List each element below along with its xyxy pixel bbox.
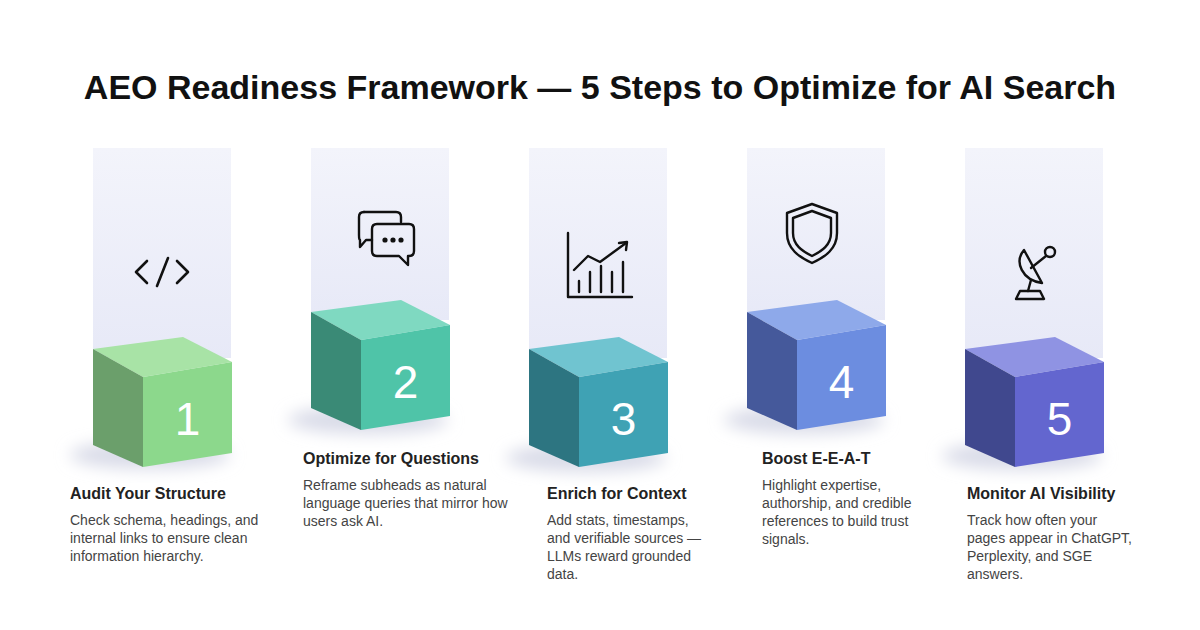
step-description: Track how often your pages appear in Cha… — [967, 511, 1137, 583]
step-heading: Monitor AI Visibility — [967, 485, 1115, 503]
icon-panel — [529, 148, 667, 358]
cube-front-face — [143, 362, 232, 467]
step-heading: Optimize for Questions — [303, 450, 479, 468]
cube-side-face — [747, 312, 797, 430]
step-description: Check schema, headings, and internal lin… — [70, 511, 270, 565]
step-heading: Boost E-E-A-T — [762, 450, 870, 468]
cube-front-face — [361, 325, 450, 430]
cube-side-face — [529, 349, 579, 467]
code-icon — [136, 258, 188, 286]
step-number: 5 — [1015, 375, 1104, 463]
step-number: 2 — [361, 338, 450, 426]
step-card: 1Audit Your StructureCheck schema, headi… — [70, 337, 270, 565]
step-card: 3Enrich for ContextAdd stats, timestamps… — [547, 337, 715, 583]
cube-front-face — [1015, 362, 1104, 467]
cube-side-face — [311, 312, 361, 430]
icon-panel — [965, 148, 1103, 358]
step-heading: Audit Your Structure — [70, 485, 226, 503]
cube-shape — [311, 300, 450, 430]
cube-front-face — [797, 325, 886, 430]
cube-shape — [747, 300, 886, 430]
icon-panel — [747, 148, 885, 320]
chart-icon — [568, 233, 632, 297]
cube-side-face — [965, 349, 1015, 467]
shield-icon — [787, 204, 837, 263]
step-description: Add stats, timestamps, and verifiable so… — [547, 511, 715, 583]
step-description: Highlight expertise, authorship, and cre… — [762, 476, 944, 548]
step-heading: Enrich for Context — [547, 485, 687, 503]
step-number: 4 — [797, 338, 886, 426]
step-card: 4Boost E-E-A-T Highlight expertise, autho… — [762, 300, 944, 548]
step-number: 1 — [143, 375, 232, 463]
chat-icon — [359, 212, 414, 265]
cube-front-face — [579, 362, 668, 467]
step-card: 2Optimize for QuestionsReframe subheads … — [303, 300, 508, 530]
icon-panel — [311, 148, 449, 320]
cube-shape — [965, 337, 1104, 467]
icon-panel — [93, 148, 231, 358]
satellite-icon — [1016, 247, 1055, 299]
cube-side-face — [93, 349, 143, 467]
diagram-title: AEO Readiness Framework — 5 Steps to Opt… — [0, 68, 1200, 107]
cube-shape — [93, 337, 232, 467]
step-description: Reframe subheads as natural language que… — [303, 476, 508, 530]
step-number: 3 — [579, 375, 668, 463]
cube-shape — [529, 337, 668, 467]
step-card: 5Monitor AI VisibilityTrack how often yo… — [967, 337, 1137, 583]
